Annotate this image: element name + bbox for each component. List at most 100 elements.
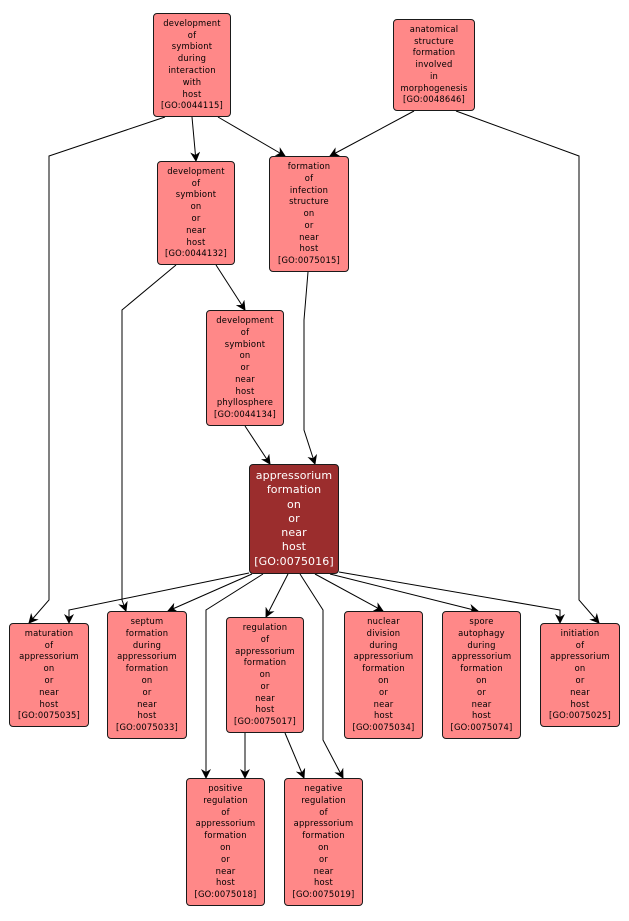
edge-GO0048646-to-GO0075025 xyxy=(455,110,600,624)
go-term-label-line: on xyxy=(259,669,271,680)
edge-GO0075016-to-GO0075033 xyxy=(167,573,253,612)
go-term-label-line: involved xyxy=(415,59,453,70)
go-term-label-line: near xyxy=(39,686,59,697)
go-term-label-line: near xyxy=(215,865,236,876)
go-term-label-line: on xyxy=(141,675,153,685)
go-term-label-line: or xyxy=(304,219,314,230)
go-term-label-line: on xyxy=(303,208,315,219)
edge-GO0048646-to-GO0075015 xyxy=(329,110,415,157)
edge-GO0075016-to-GO0075019 xyxy=(299,573,344,779)
go-term-label-line: appressorium xyxy=(353,651,414,662)
go-term-label-line: regulation xyxy=(242,621,288,632)
go-term-id: [GO:0075034] xyxy=(352,722,415,733)
go-term-label-line: of xyxy=(575,639,585,650)
edge-GO0044132-to-GO0044134 xyxy=(215,264,246,311)
go-term-label-line: near xyxy=(255,692,275,703)
go-term-label-line: positive xyxy=(208,783,243,794)
go-term-label-line: or xyxy=(319,853,328,864)
go-term-label-line: near xyxy=(570,686,590,697)
go-term-label-line: host xyxy=(39,698,59,709)
go-term-label-line: with xyxy=(182,76,202,87)
edge-GO0044132-to-GO0075033 xyxy=(118,264,177,612)
go-term-label-line: on xyxy=(220,842,231,852)
go-term-label-line: on xyxy=(190,201,202,212)
go-term-label-line: structure xyxy=(289,196,329,207)
go-term-label-line: appressorium xyxy=(255,469,333,483)
go-term-label-line: spore xyxy=(469,616,494,627)
go-term-label-line: or xyxy=(191,213,201,223)
go-term-id: [GO:0075018] xyxy=(194,889,257,900)
go-term-label-line: of xyxy=(221,806,230,817)
go-term-label-line: near xyxy=(186,224,206,235)
go-term-label-line: formation xyxy=(266,483,322,497)
edge-GO0075015-to-GO0075016 xyxy=(303,271,317,465)
edge-GO0075016-to-GO0075035 xyxy=(64,572,250,624)
edge-GO0044134-to-GO0075016 xyxy=(244,425,271,465)
go-term-label-line: on xyxy=(574,663,586,674)
go-term-label-line: formation xyxy=(362,663,405,674)
go-term-id: [GO:0044134] xyxy=(214,409,276,420)
go-term-label-line: host xyxy=(216,877,235,888)
go-term-id: [GO:0075017] xyxy=(234,716,296,727)
go-term-label-line: or xyxy=(240,362,250,373)
go-term-label-line: or xyxy=(379,686,388,697)
go-term-label-line: appressorium xyxy=(451,651,512,662)
go-term-label-line: of xyxy=(240,326,250,337)
go-term-label-line: on xyxy=(476,675,487,685)
go-term-label-line: near xyxy=(281,526,307,540)
go-term-label-line: or xyxy=(477,686,486,697)
go-term-id: [GO:0044132] xyxy=(165,248,227,259)
go-term-label-line: interaction xyxy=(168,65,216,75)
go-term-label-line: formation xyxy=(412,47,456,58)
go-term-label-line: on xyxy=(239,350,251,361)
go-term-label-line: near xyxy=(313,865,334,876)
go-term-label-line: appressorium xyxy=(195,818,256,829)
go-term-label-line: on xyxy=(287,497,301,511)
go-term-label-line: appressorium xyxy=(550,651,610,662)
edge-GO0044115-to-GO0075015 xyxy=(217,116,286,157)
go-term-label-line: or xyxy=(575,675,585,685)
go-term-label-line: host xyxy=(137,710,157,721)
go-term-label-line: host xyxy=(570,698,590,709)
go-term-label-line: anatomical xyxy=(409,23,459,34)
go-term-label-line: maturation xyxy=(24,627,74,638)
go-term-label-line: negative xyxy=(304,783,343,794)
go-term-label-line: or xyxy=(288,511,300,525)
go-term-label-line: phyllosphere xyxy=(216,397,274,408)
go-term-label-line: infection xyxy=(289,184,329,195)
edge-GO0075016-to-GO0075074 xyxy=(329,573,479,614)
go-term-label-line: during xyxy=(467,639,496,650)
go-term-label-line: appressorium xyxy=(19,651,79,662)
go-term-label-line: or xyxy=(260,680,270,691)
go-term-label-line: appressorium xyxy=(235,645,295,656)
go-term-label-line: development xyxy=(163,17,221,28)
go-term-id: [GO:0048646] xyxy=(403,94,465,105)
go-term-id: [GO:0075033] xyxy=(116,722,178,733)
go-term-label-line: regulation xyxy=(203,794,248,805)
go-term-id: [GO:0075015] xyxy=(278,255,340,266)
go-term-label-line: host xyxy=(314,877,333,888)
go-term-label-line: structure xyxy=(414,35,454,46)
go-term-id: [GO:0075074] xyxy=(450,722,513,733)
go-term-label-line: formation xyxy=(287,160,331,171)
go-term-label-line: near xyxy=(471,698,492,709)
go-term-label-line: symbiont xyxy=(171,41,213,52)
go-term-label-line: near xyxy=(373,698,394,709)
go-term-label-line: morphogenesis xyxy=(400,82,468,93)
